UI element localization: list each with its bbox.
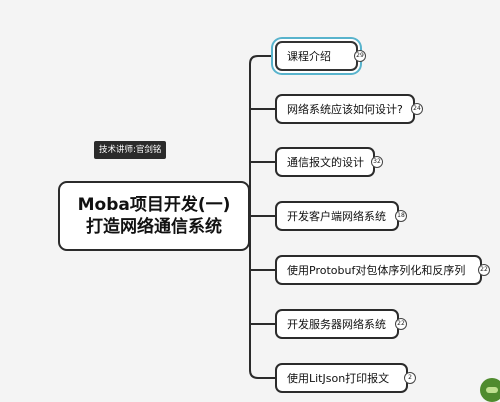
topic-label: 使用LitJson打印报文 xyxy=(287,371,390,385)
root-title-line1: Moba项目开发(一) xyxy=(77,194,231,215)
topic-node[interactable]: 使用LitJson打印报文 xyxy=(275,363,408,393)
topic-label: 通信报文的设计 xyxy=(287,155,364,169)
topic-node[interactable]: 通信报文的设计 xyxy=(275,147,375,177)
root-node[interactable]: Moba项目开发(一) 打造网络通信系统 xyxy=(58,181,250,251)
root-title-line2: 打造网络通信系统 xyxy=(86,217,222,237)
topic-count-badge: 24 xyxy=(411,103,423,115)
connector-branch xyxy=(249,55,275,65)
topic-label: 网络系统应该如何设计? xyxy=(287,102,403,116)
topic-node[interactable]: 开发客户端网络系统 xyxy=(275,201,399,231)
topic-count-badge: 2 xyxy=(404,372,416,384)
topic-node[interactable]: 课程介绍 xyxy=(275,41,358,71)
topic-node[interactable]: 开发服务器网络系统 xyxy=(275,309,399,339)
topic-count-badge: 29 xyxy=(354,50,366,62)
topic-count-badge: 22 xyxy=(478,264,490,276)
topic-node[interactable]: 使用Protobuf对包体序列化和反序列 xyxy=(275,255,482,285)
topic-label: 开发客户端网络系统 xyxy=(287,209,386,223)
topic-label: 课程介绍 xyxy=(287,49,331,63)
topic-label: 开发服务器网络系统 xyxy=(287,317,386,331)
topic-count-badge: 18 xyxy=(395,210,407,222)
topic-node[interactable]: 网络系统应该如何设计? xyxy=(275,94,415,124)
instructor-tag: 技术讲师:官剑铭 xyxy=(94,141,167,159)
topic-label: 使用Protobuf对包体序列化和反序列 xyxy=(287,263,466,277)
connector-branch xyxy=(249,369,275,379)
topic-count-badge: 32 xyxy=(371,156,383,168)
topic-count-badge: 22 xyxy=(395,318,407,330)
app-logo-icon xyxy=(480,378,500,402)
